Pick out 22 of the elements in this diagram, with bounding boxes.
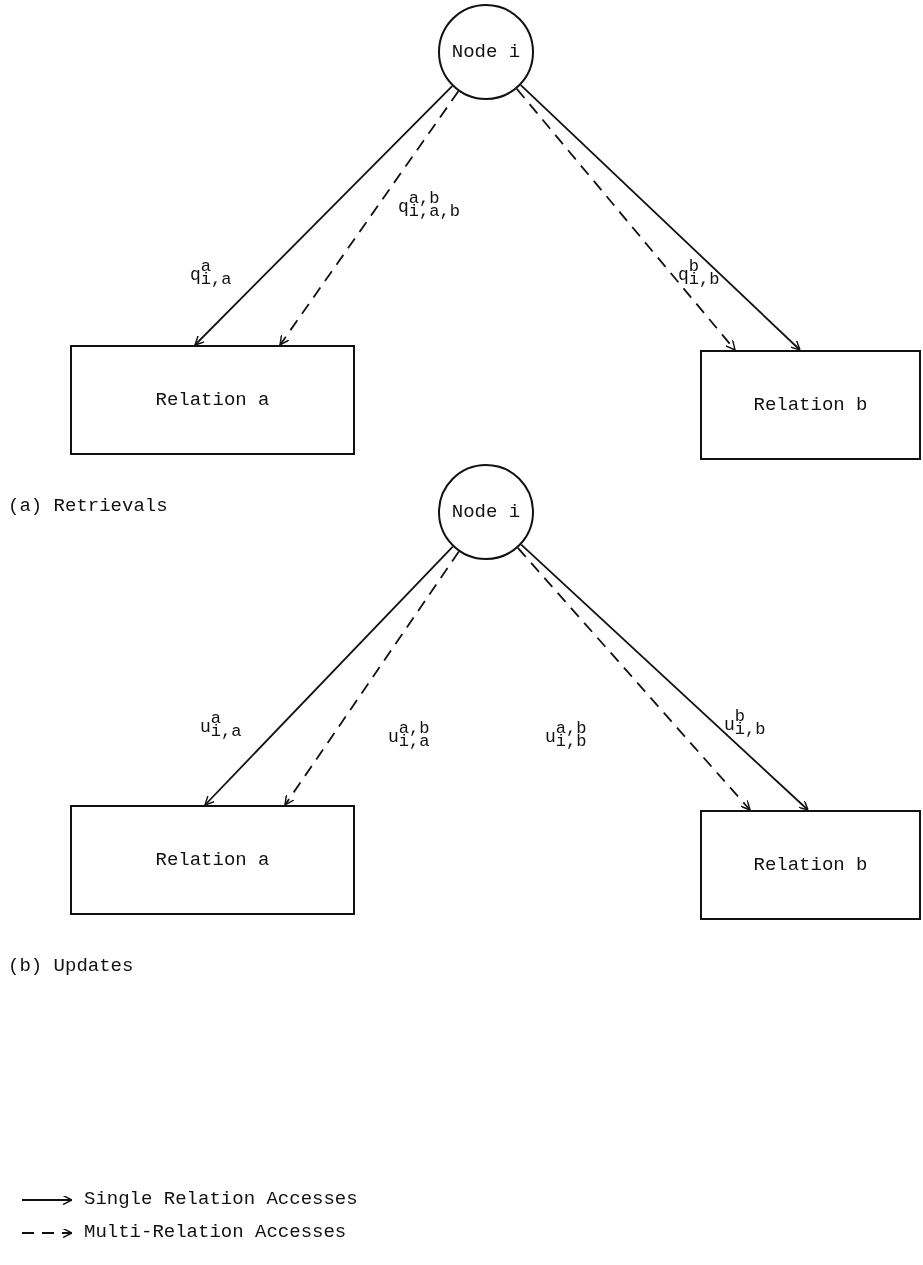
relation-box bbox=[700, 810, 921, 920]
node-label: Relation a bbox=[155, 389, 270, 411]
arrow bbox=[519, 84, 801, 351]
legend-text: Single Relation Accesses bbox=[84, 1188, 358, 1210]
node-label: Node i bbox=[451, 501, 521, 523]
arrow bbox=[194, 85, 454, 346]
relation-box bbox=[700, 350, 921, 460]
figure-caption: (a) Retrievals bbox=[8, 495, 168, 517]
legend-text: Multi-Relation Accesses bbox=[84, 1221, 347, 1243]
arrow bbox=[516, 547, 751, 811]
node-label: Node i bbox=[451, 41, 521, 63]
arrow bbox=[279, 90, 460, 346]
relation-box bbox=[70, 345, 355, 455]
arrow bbox=[515, 87, 736, 351]
figure-caption: (b) Updates bbox=[8, 955, 134, 977]
arrow bbox=[284, 550, 460, 806]
node-label: Relation a bbox=[155, 849, 270, 871]
node-label: Relation b bbox=[753, 394, 868, 416]
arrow bbox=[204, 545, 454, 806]
arrow bbox=[520, 543, 809, 811]
node-label: Relation b bbox=[753, 854, 868, 876]
relation-box bbox=[70, 805, 355, 915]
